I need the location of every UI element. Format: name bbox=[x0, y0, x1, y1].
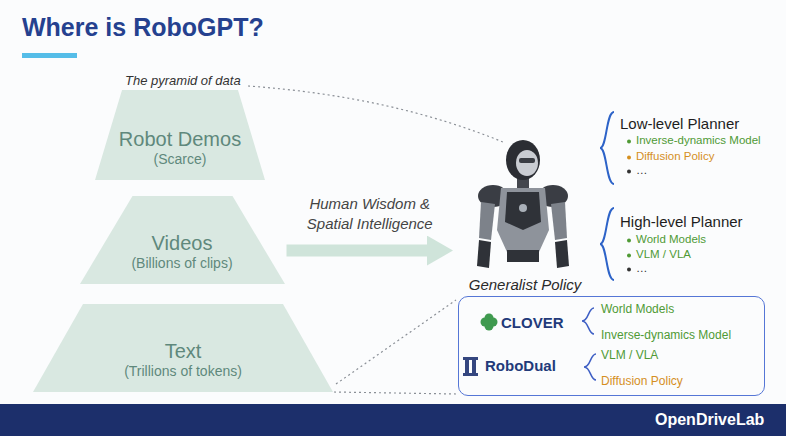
planner-item: … bbox=[636, 262, 648, 276]
footer-logo: OpenDriveLab bbox=[655, 410, 764, 429]
icon-bar bbox=[463, 357, 478, 360]
clover-leaf bbox=[489, 318, 498, 327]
method-name: RoboDual bbox=[485, 357, 556, 375]
planner-heading: High-level Planner bbox=[620, 213, 743, 231]
tier-subtitle: (Trillions of tokens) bbox=[124, 363, 242, 380]
robot-face bbox=[516, 150, 538, 176]
tier-subtitle: (Scarce) bbox=[154, 151, 207, 168]
flow-arrow bbox=[287, 245, 428, 257]
brace bbox=[582, 308, 594, 334]
slide-title: Where is RoboGPT? bbox=[22, 12, 264, 42]
bullet bbox=[627, 140, 631, 144]
planner-item: … bbox=[636, 164, 648, 178]
brace bbox=[600, 112, 614, 184]
planner-item: Diffusion Policy bbox=[636, 150, 714, 164]
component-name: World Models bbox=[601, 302, 674, 316]
planner-item: World Models bbox=[636, 233, 706, 247]
tier-subtitle: (Billions of clips) bbox=[131, 255, 232, 272]
pyramid-tier: Videos(Billions of clips) bbox=[80, 196, 285, 284]
tier-title: Text bbox=[165, 339, 202, 363]
icon-pillar bbox=[472, 360, 476, 373]
robot-head bbox=[506, 140, 540, 180]
robot-arm bbox=[555, 240, 569, 268]
title-underline bbox=[22, 53, 77, 58]
robot-torso bbox=[497, 188, 549, 252]
method-panel: CLOVER World ModelsInverse-dynamics Model… bbox=[458, 296, 765, 396]
robot-waist bbox=[507, 250, 539, 262]
brace bbox=[584, 354, 596, 380]
robodual-icon bbox=[463, 357, 478, 376]
bullet bbox=[627, 156, 631, 160]
pyramid-tier: Robot Demos(Scarce) bbox=[95, 90, 265, 180]
generalist-policy: Generalist Policy bbox=[455, 132, 595, 294]
footer-band bbox=[0, 404, 786, 436]
method-name: CLOVER bbox=[501, 314, 564, 332]
tier-fill bbox=[33, 304, 333, 392]
component-name: Diffusion Policy bbox=[601, 374, 683, 388]
bullet bbox=[627, 170, 631, 174]
tier-title: Robot Demos bbox=[119, 127, 241, 151]
component-name: VLM / VLA bbox=[601, 348, 658, 362]
policy-caption: Generalist Policy bbox=[455, 276, 595, 294]
robot-arm bbox=[551, 202, 567, 240]
bullet bbox=[627, 268, 631, 272]
zoom-leader bbox=[248, 86, 503, 142]
pyramid-tier: Text(Trillions of tokens) bbox=[33, 304, 333, 392]
robot-visor bbox=[519, 158, 535, 163]
arrow-label: Human Wisdom & Spatial Intelligence bbox=[295, 194, 445, 235]
bullet bbox=[627, 239, 631, 243]
robot-arm bbox=[477, 240, 491, 268]
tier-fill bbox=[80, 196, 285, 284]
bullet bbox=[627, 254, 631, 258]
planner-item: Inverse-dynamics Model bbox=[636, 134, 761, 148]
zoom-leader bbox=[334, 392, 456, 394]
component-name: Inverse-dynamics Model bbox=[601, 328, 731, 342]
planner-item: VLM / VLA bbox=[636, 248, 691, 262]
clover-leaf bbox=[481, 318, 490, 327]
brace bbox=[600, 208, 614, 280]
planner-heading: Low-level Planner bbox=[620, 115, 739, 133]
tier-title: Videos bbox=[152, 231, 213, 255]
robot-illustration bbox=[477, 140, 569, 268]
icon-pillar bbox=[465, 360, 469, 373]
zoom-leader bbox=[336, 300, 456, 384]
robot-arm bbox=[479, 202, 495, 240]
icon-bar bbox=[463, 373, 478, 376]
pyramid-caption: The pyramid of data bbox=[125, 73, 241, 89]
tier-fill bbox=[95, 90, 265, 180]
robot-logo bbox=[519, 204, 527, 212]
clover-icon bbox=[481, 314, 498, 331]
robot-chest bbox=[505, 192, 541, 230]
